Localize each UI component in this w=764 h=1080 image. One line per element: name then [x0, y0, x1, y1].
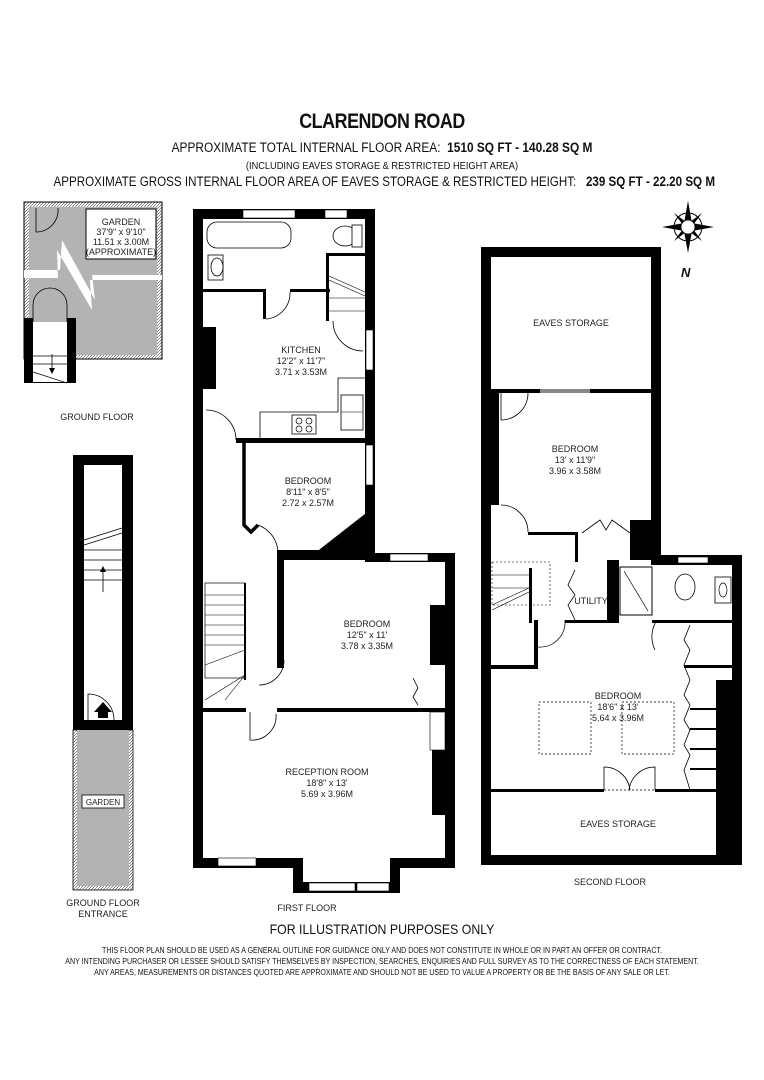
- bedroom-first-metric: 3.78 x 3.35M: [341, 641, 393, 651]
- reception-imperial: 18'8" x 13': [306, 778, 347, 788]
- entrance-garden-name: GARDEN: [86, 798, 120, 807]
- entrance-label-line1: GROUND FLOOR: [66, 898, 140, 908]
- ground-floor-entrance-plan: [72, 455, 134, 891]
- disclaimer-line-2: ANY INTENDING PURCHASER OR LESSEE SHOULD…: [65, 957, 699, 966]
- garden-room-name: GARDEN: [102, 217, 141, 227]
- bedroom-second-imperial: 13' x 11'9": [555, 455, 596, 465]
- total-area: APPROXIMATE TOTAL INTERNAL FLOOR AREA: 1…: [46, 140, 718, 155]
- eaves-area-label: APPROXIMATE GROSS INTERNAL FLOOR AREA OF…: [53, 174, 577, 189]
- bedroom-first-imperial: 12'5" x 11': [347, 630, 388, 640]
- reception-name: RECEPTION ROOM: [285, 767, 368, 777]
- bedroom-main-imperial: 18'6" x 13': [597, 702, 638, 712]
- bedroom-second-metric: 3.96 x 3.58M: [549, 466, 601, 476]
- bedroom-small-imperial: 8'11" x 8'5": [286, 487, 330, 497]
- bedroom-main-metric: 5.64 x 3.96M: [592, 713, 644, 723]
- property-title: CLARENDON ROAD: [299, 110, 465, 133]
- eaves-storage-top-name: EAVES STORAGE: [533, 318, 609, 328]
- entrance-label-line2: ENTRANCE: [78, 909, 128, 919]
- garden-metric: 11.51 x 3.00M: [93, 237, 149, 247]
- illustration-note: FOR ILLUSTRATION PURPOSES ONLY: [269, 921, 495, 937]
- eaves-storage-bottom-name: EAVES STORAGE: [580, 819, 656, 829]
- disclaimer-line-1: THIS FLOOR PLAN SHOULD BE USED AS A GENE…: [102, 946, 662, 955]
- compass-north-label: N: [681, 265, 691, 280]
- bedroom-small-metric: 2.72 x 2.57M: [282, 498, 334, 508]
- bedroom-small-name: BEDROOM: [285, 476, 332, 486]
- eaves-area: APPROXIMATE GROSS INTERNAL FLOOR AREA OF…: [53, 174, 715, 189]
- kitchen-imperial: 12'2" x 11'7": [277, 356, 326, 366]
- bedroom-second-name: BEDROOM: [552, 444, 599, 454]
- eaves-area-value: 239 SQ FT - 22.20 SQ M: [585, 174, 715, 189]
- bedroom-first-name: BEDROOM: [344, 619, 391, 629]
- ground-floor-label: GROUND FLOOR: [60, 412, 134, 422]
- first-floor-plan: [193, 209, 455, 893]
- second-floor-label: SECOND FLOOR: [574, 877, 647, 887]
- garden-imperial: 37'9" x 9'10": [96, 227, 145, 237]
- total-area-note: (INCLUDING EAVES STORAGE & RESTRICTED HE…: [245, 160, 519, 172]
- total-area-value: 1510 SQ FT - 140.28 SQ M: [447, 140, 593, 155]
- kitchen-metric: 3.71 x 3.53M: [275, 367, 327, 377]
- ground-floor-plan: [23, 201, 163, 384]
- first-floor-label: FIRST FLOOR: [277, 903, 337, 913]
- disclaimer-line-3: ANY AREAS, MEASUREMENTS OR DISTANCES QUO…: [94, 968, 670, 977]
- total-area-label: APPROXIMATE TOTAL INTERNAL FLOOR AREA:: [171, 140, 441, 155]
- second-floor-plan: [481, 247, 742, 865]
- utility-name: UTILITY: [574, 596, 608, 606]
- garden-note: (APPROXIMATE): [86, 247, 156, 257]
- compass-rose-icon: [662, 201, 714, 253]
- bedroom-main-name: BEDROOM: [595, 691, 642, 701]
- kitchen-name: KITCHEN: [281, 345, 321, 355]
- reception-metric: 5.69 x 3.96M: [301, 789, 353, 799]
